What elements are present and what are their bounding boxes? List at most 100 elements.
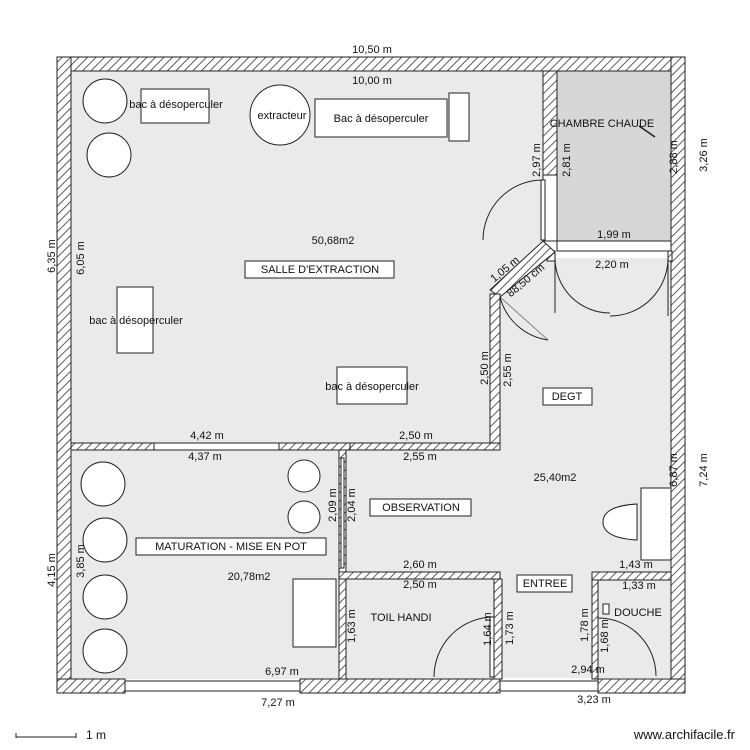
mid-wall-center xyxy=(278,442,351,451)
maturation-drum-small-1 xyxy=(287,459,321,493)
dim-chambre-wall-outer: 2,97 m xyxy=(531,143,543,177)
dim-toilet-top-outer: 2,60 m xyxy=(403,559,437,571)
salle-extraction-label: SALLE D'EXTRACTION xyxy=(261,264,379,276)
maturation-area: 20,78m2 xyxy=(228,571,271,583)
dim-toilet-left: 1,63 m xyxy=(346,609,358,643)
toilet-door-swing xyxy=(433,616,495,678)
extraction-right-wall xyxy=(489,293,501,451)
mid-window xyxy=(153,442,280,451)
outer-wall-bottom-left xyxy=(56,678,126,694)
toilet-top-wall xyxy=(338,571,501,580)
chambre-door-leaf xyxy=(540,179,546,241)
dim-observation-outer: 2,09 m xyxy=(327,488,339,522)
bac-3-box xyxy=(116,286,154,354)
dim-left-inner-lower: 3,85 m xyxy=(75,544,87,578)
entree-label-box xyxy=(516,574,573,593)
toilet-left-wall xyxy=(338,578,347,680)
mid-wall-left xyxy=(70,442,155,451)
extracteur-label: extracteur xyxy=(258,110,307,122)
dim-bottom-right-inner: 2,94 m xyxy=(571,664,605,676)
douche-top-wall xyxy=(591,571,672,581)
maturation-drum-4 xyxy=(82,628,128,674)
bac-4-label: bac à désoperculer xyxy=(325,381,419,393)
salle-extraction-area: 50,68m2 xyxy=(312,235,355,247)
entree-floor xyxy=(502,578,592,678)
douche-label: DOUCHE xyxy=(614,607,662,619)
maturation-label: MATURATION - MISE EN POT xyxy=(155,541,307,553)
chambre-mark xyxy=(638,125,656,138)
dim-observation-inner: 2,04 m xyxy=(346,488,358,522)
observation-label-box xyxy=(369,498,472,517)
dim-bottom-left-outer: 7,27 m xyxy=(261,697,295,709)
observation-opening xyxy=(340,457,345,569)
dim-extraction-right-inner: 2,55 m xyxy=(502,353,514,387)
dim-top-outer: 10,50 m xyxy=(352,44,392,56)
degt-toilet-bowl xyxy=(602,503,638,541)
dim-mid-right-bottom: 2,55 m xyxy=(403,451,437,463)
chambre-chaude-floor xyxy=(557,71,671,242)
diag-door-swing xyxy=(499,296,549,341)
bac-2-label: Bac à désoperculer xyxy=(334,113,429,125)
watermark: www.archifacile.fr xyxy=(633,727,736,742)
dim-right-inner-lower: 6,87 m xyxy=(668,453,680,487)
dim-mid-left-bottom: 4,37 m xyxy=(188,451,222,463)
dim-douche-top-inner: 1,33 m xyxy=(622,580,656,592)
mid-wall-right xyxy=(349,442,501,451)
diag-door-leaf xyxy=(499,296,549,341)
dim-toilet-top-inner: 2,50 m xyxy=(403,579,437,591)
drum-1 xyxy=(82,78,128,124)
dim-douche-top-outer: 1,43 m xyxy=(619,559,653,571)
dim-douche-right: 1,68 m xyxy=(599,619,611,653)
bac-1-label: bac à désoperculer xyxy=(129,99,223,111)
bac-3-label: bac à désoperculer xyxy=(89,315,183,327)
chambre-wall-bottom xyxy=(556,240,672,252)
salle-extraction-label-box xyxy=(244,260,395,279)
dim-right-outer-upper: 3,26 m xyxy=(698,138,710,172)
bac-2-box xyxy=(314,98,448,138)
extracteur-drum xyxy=(249,84,311,146)
maturation-drum-2 xyxy=(82,517,128,563)
dim-top-inner: 10,00 m xyxy=(352,75,392,87)
dim-left-outer-lower: 4,15 m xyxy=(46,553,58,587)
dim-left-inner-upper: 6,05 m xyxy=(75,241,87,275)
bottom-window-right xyxy=(499,680,599,692)
degt-area: 25,40m2 xyxy=(534,472,577,484)
observation-label: OBSERVATION xyxy=(382,502,460,514)
dim-right-outer-lower: 7,24 m xyxy=(698,453,710,487)
dim-mid-right-top: 2,50 m xyxy=(399,430,433,442)
entree-label: ENTREE xyxy=(523,578,568,590)
dim-entree-side: 1,73 m xyxy=(504,611,516,645)
maturation-table xyxy=(292,578,337,648)
degt-label-box xyxy=(542,387,593,406)
degt-door-right-swing xyxy=(609,257,669,317)
bac-2-end xyxy=(448,92,470,142)
degt-top-wall-right xyxy=(667,250,673,262)
dim-bottom-left-inner: 6,97 m xyxy=(265,666,299,678)
dim-toilet-right-inner: 1,64 m xyxy=(482,612,494,646)
degt-label: DEGT xyxy=(552,391,583,403)
dim-degt-top: 2,20 m xyxy=(595,259,629,271)
dim-douche-left: 1,78 m xyxy=(579,608,591,642)
dim-bottom-right-outer: 3,23 m xyxy=(577,694,611,706)
outer-wall-left xyxy=(56,56,72,694)
outer-wall-top xyxy=(56,56,686,72)
douche-fixture xyxy=(602,603,610,615)
toilet-door-leaf xyxy=(489,616,495,678)
douche-floor xyxy=(598,580,671,678)
dim-mid-left-top: 4,42 m xyxy=(190,430,224,442)
toilet-right-wall xyxy=(493,578,503,680)
drum-2 xyxy=(86,132,132,178)
degt-counter xyxy=(640,487,672,561)
dim-extraction-right-outer: 2,50 m xyxy=(479,351,491,385)
maturation-drum-3 xyxy=(82,574,128,620)
toil-handi-label: TOIL HANDI xyxy=(370,612,431,624)
maturation-drum-small-2 xyxy=(287,500,321,534)
chambre-chaude-label: CHAMBRE CHAUDE xyxy=(550,118,655,130)
dim-chambre-bottom: 1,99 m xyxy=(597,229,631,241)
outer-wall-bottom-mid xyxy=(299,678,501,694)
chambre-door-swing xyxy=(482,179,544,241)
douche-door-swing xyxy=(597,617,657,677)
bottom-window-left xyxy=(124,680,301,692)
dim-right-inner-upper: 2,88 m xyxy=(668,140,680,174)
